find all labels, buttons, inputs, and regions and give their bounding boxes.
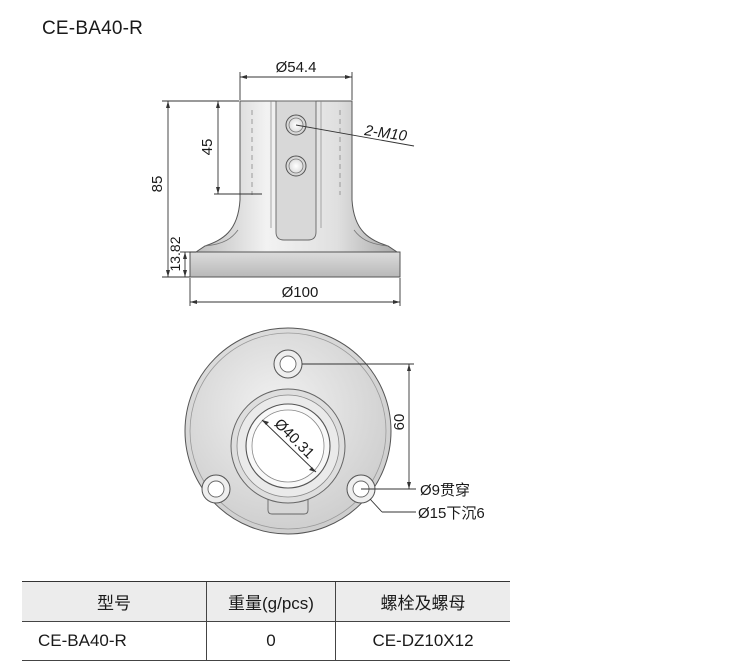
side-dimensions — [162, 72, 415, 306]
cell-model: CE-BA40-R — [22, 621, 207, 661]
dim-base-diameter: Ø100 — [282, 284, 319, 301]
dim-height-85: 85 — [149, 176, 166, 193]
mounting-hole — [273, 349, 303, 379]
dim-through-hole: Ø9贯穿 — [420, 482, 470, 499]
table-row: CE-BA40-R 0 CE-DZ10X12 — [22, 621, 510, 661]
col-header-model: 型号 — [22, 581, 207, 622]
dim-height-45: 45 — [199, 139, 216, 156]
top-dimensions — [261, 363, 416, 513]
dim-base-thickness: 13.82 — [167, 236, 183, 271]
cell-bolt: CE-DZ10X12 — [335, 621, 510, 661]
dim-hole-spacing: 60 — [391, 414, 408, 431]
technical-drawing: Ø54.4 2-M10 45 85 13.82 Ø100 — [149, 59, 485, 535]
dim-counterbore: Ø15下沉6 — [418, 505, 485, 522]
cell-weight: 0 — [206, 621, 336, 661]
mounting-hole — [201, 474, 231, 504]
product-title: CE-BA40-R — [42, 18, 144, 39]
col-header-weight: 重量(g/pcs) — [206, 581, 336, 622]
base-plate — [189, 251, 401, 278]
side-view — [189, 100, 401, 278]
dim-top-diameter: Ø54.4 — [276, 59, 317, 76]
dim-thread: 2-M10 — [362, 122, 408, 145]
col-header-bolt: 螺栓及螺母 — [335, 581, 510, 622]
spec-table: 型号 重量(g/pcs) 螺栓及螺母 CE-BA40-R 0 CE-DZ10X1… — [22, 581, 510, 661]
table-header-row: 型号 重量(g/pcs) 螺栓及螺母 — [22, 581, 510, 622]
